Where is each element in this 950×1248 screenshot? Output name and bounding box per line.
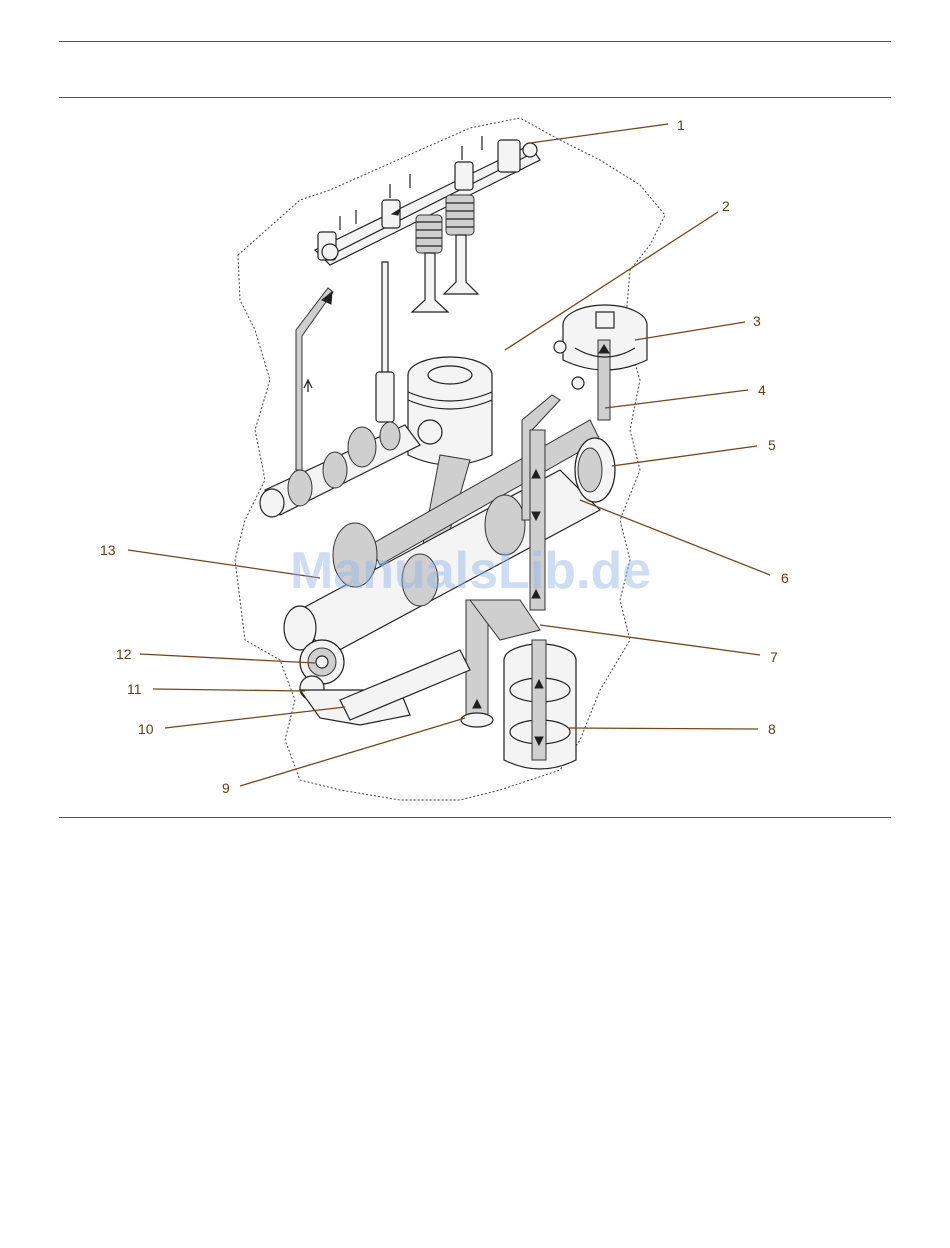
lubrication-system-diagram: 1 2 3 4 5 6 7 8 9 10 11 12 — [0, 0, 950, 830]
callout-label-7: 7 — [770, 649, 778, 665]
callout-label-6: 6 — [781, 570, 789, 586]
watermark: ManualsLib.de — [290, 542, 651, 600]
callout-label-5: 5 — [768, 437, 776, 453]
callout-8: 8 — [568, 721, 776, 737]
oil-pump-gears — [300, 640, 470, 725]
oil-cooler-housing — [504, 640, 576, 769]
callout-5: 5 — [612, 437, 776, 466]
callout-label-12: 12 — [116, 646, 132, 662]
callout-label-2: 2 — [722, 198, 730, 214]
oil-filter — [554, 305, 647, 420]
callout-1: 1 — [530, 117, 685, 143]
callout-label-1: 1 — [677, 117, 685, 133]
callout-label-11: 11 — [127, 681, 142, 697]
callout-label-10: 10 — [138, 721, 154, 737]
callout-label-4: 4 — [758, 382, 766, 398]
callout-label-9: 9 — [222, 780, 230, 796]
callout-label-3: 3 — [753, 313, 761, 329]
callout-label-13: 13 — [100, 542, 116, 558]
callout-11: 11 — [127, 681, 305, 697]
callout-3: 3 — [635, 313, 761, 340]
callout-10: 10 — [138, 707, 345, 737]
camshaft — [260, 422, 420, 517]
callout-9: 9 — [222, 718, 465, 796]
callout-13: 13 — [100, 542, 320, 578]
callout-4: 4 — [605, 382, 766, 408]
callout-label-8: 8 — [768, 721, 776, 737]
callout-12: 12 — [116, 646, 315, 663]
